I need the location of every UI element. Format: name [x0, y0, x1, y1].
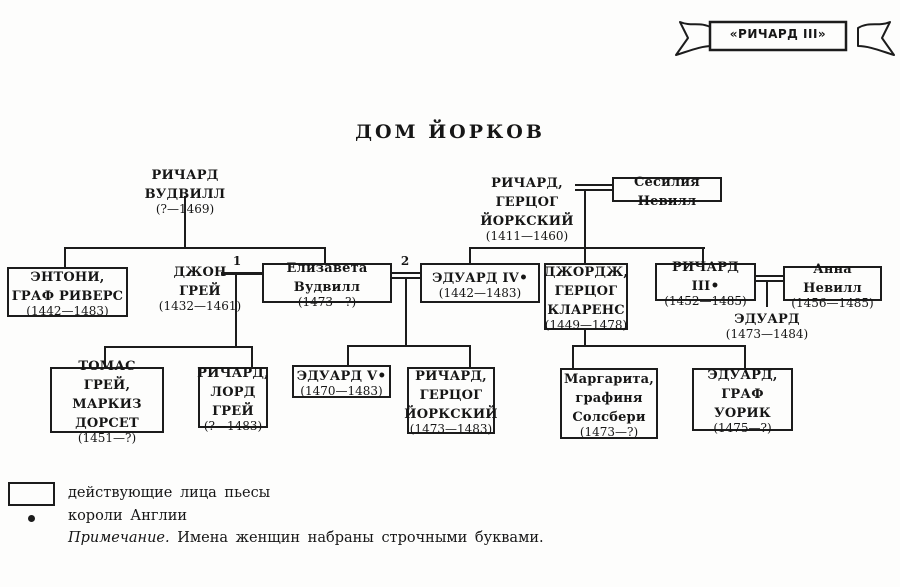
person-george-duke-of-clarence: ДЖОРДЖ, ГЕРЦОГ КЛАРЕНС (1449—1478) [543, 263, 629, 332]
king-marker: • [710, 278, 720, 294]
legend-note-text: Имена женщин набраны строчными буквами. [177, 530, 544, 546]
marriage-line-2 [392, 272, 420, 274]
person-edward-earl-of-warwick: ЭДУАРД, ГРАФ УОРИК (1475—?) [692, 368, 793, 435]
person-margaret-countess-salisbury: Маргарита, графиня Солсбери (1473—?) [560, 368, 658, 439]
person-dates: (1442—1483) [26, 304, 109, 318]
legend-bullet-label: короли Англии [68, 508, 188, 524]
person-name: РИЧАРД III [671, 260, 740, 294]
connector-line [584, 330, 586, 347]
chart-title: ДОМ ЙОРКОВ [355, 121, 545, 143]
person-dates: (1473—1483) [409, 422, 493, 436]
person-dates: (1432—1461) [158, 299, 242, 313]
marriage-number-2: 2 [400, 254, 410, 268]
connector-line [184, 196, 186, 248]
play-title: «РИЧАРД III» [729, 27, 827, 41]
person-dates: (1452—1485) [664, 294, 747, 308]
ribbon-icon [675, 20, 895, 56]
connector-line [702, 247, 704, 264]
person-edward-iv: ЭДУАРД IV• (1442—1483) [420, 263, 540, 303]
person-elizabeth-woodville: Елизавета Вудвилл (1473—?) [262, 261, 392, 309]
person-dates: (1470—1483) [300, 384, 383, 398]
connector-line [469, 247, 705, 249]
king-marker: • [518, 269, 528, 286]
person-name: РИЧАРД, ГЕРЦОГ ЙОРКСКИЙ [404, 369, 498, 422]
person-dates: (1475—?) [713, 421, 772, 435]
connector-line [64, 247, 66, 267]
marriage-line-richard-anne [755, 275, 783, 277]
person-name: ЭДУАРД V [296, 369, 378, 384]
legend-box-label: действующие лица пьесы [68, 485, 271, 501]
person-name: Маргарита, графиня Солсбери [563, 372, 655, 425]
person-dates: (1451—?) [77, 431, 137, 445]
person-name: ДЖОН ГРЕЙ [173, 265, 227, 299]
person-thomas-grey-dorset: ТОМАС ГРЕЙ, МАРКИЗ ДОРСЕТ (1451—?) [50, 360, 164, 445]
connector-line [251, 346, 253, 368]
person-name: РИЧАРД, ГЕРЦОГ ЙОРКСКИЙ [480, 176, 574, 229]
person-name: ТОМАС ГРЕЙ, МАРКИЗ ДОРСЕТ [72, 359, 142, 431]
person-name: ЭДУАРД [734, 312, 800, 327]
marriage-line-richard-anne [755, 280, 783, 282]
marriage-line-york [575, 184, 612, 186]
connector-line [572, 345, 574, 369]
connector-line [235, 272, 237, 348]
marriage-number-1: 1 [232, 254, 242, 268]
person-richard-duke-of-york-younger: РИЧАРД, ГЕРЦОГ ЙОРКСКИЙ (1473—1483) [404, 367, 498, 436]
person-name: Сесилия Невилл [634, 174, 700, 209]
person-dates: (1473—?) [579, 425, 639, 439]
legend-bullet-symbol [28, 515, 35, 522]
person-dates: (?—1483) [203, 419, 263, 433]
legend-note-label: Примечание. [68, 530, 170, 546]
person-dates: (?—1469) [155, 202, 215, 216]
marriage-line-1 [221, 272, 262, 275]
marriage-line-york [575, 189, 612, 191]
person-name: ЭНТОНИ, ГРАФ РИВЕРС [11, 270, 124, 304]
person-edward-prince-of-wales: ЭДУАРД (1473—1484) [707, 308, 827, 342]
person-dates: (1442—1483) [438, 285, 522, 300]
person-dates: (1411—1460) [485, 229, 569, 243]
connector-line [104, 346, 106, 368]
person-dates: (1449—1478) [544, 318, 628, 332]
legend-box-symbol [8, 482, 55, 506]
person-dates: (1456—1485) [791, 295, 874, 310]
person-richard-lord-grey: РИЧАРД, ЛОРД ГРЕЙ (?—1483) [197, 366, 269, 434]
person-name: ДЖОРДЖ, ГЕРЦОГ КЛАРЕНС [543, 265, 629, 318]
connector-line [324, 247, 326, 264]
connector-line [347, 345, 471, 347]
person-richard-woodville: РИЧАРД ВУДВИЛЛ (?—1469) [110, 164, 260, 217]
king-marker: • [377, 368, 387, 384]
connector-line [572, 345, 746, 347]
person-edward-v: ЭДУАРД V• (1470—1483) [292, 365, 391, 398]
person-name: РИЧАРД, ЛОРД ГРЕЙ [197, 366, 269, 419]
person-john-grey: ДЖОН ГРЕЙ (1432—1461) [159, 261, 241, 314]
connector-line [64, 247, 326, 249]
person-name: ЭДУАРД IV [432, 270, 519, 286]
person-anthony-earl-rivers: ЭНТОНИ, ГРАФ РИВЕРС (1442—1483) [7, 267, 128, 318]
connector-line [469, 345, 471, 368]
connector-line [347, 345, 349, 366]
connector-line [405, 277, 407, 347]
person-name: ЭДУАРД, ГРАФ УОРИК [707, 368, 778, 421]
connector-line [104, 346, 253, 348]
connector-line [469, 247, 471, 264]
person-cecily-neville: Сесилия Невилл [612, 175, 722, 208]
person-name: Елизавета Вудвилл [286, 261, 368, 295]
connector-line [744, 345, 746, 369]
connector-line [766, 280, 768, 307]
person-richard-iii: РИЧАРД III• (1452—1485) [655, 260, 756, 308]
person-name: РИЧАРД ВУДВИЛЛ [144, 168, 226, 202]
legend-note: Примечание. Имена женщин набраны строчны… [68, 530, 544, 546]
person-dates: (1473—?) [297, 295, 357, 309]
person-name: Анна Невилл [803, 261, 862, 296]
person-anne-neville: Анна Невилл (1456—1485) [783, 262, 882, 310]
ribbon-banner: «РИЧАРД III» [672, 8, 898, 66]
person-richard-duke-of-york: РИЧАРД, ГЕРЦОГ ЙОРКСКИЙ (1411—1460) [475, 172, 579, 244]
connector-line [584, 189, 586, 264]
person-dates: (1473—1484) [725, 327, 809, 341]
